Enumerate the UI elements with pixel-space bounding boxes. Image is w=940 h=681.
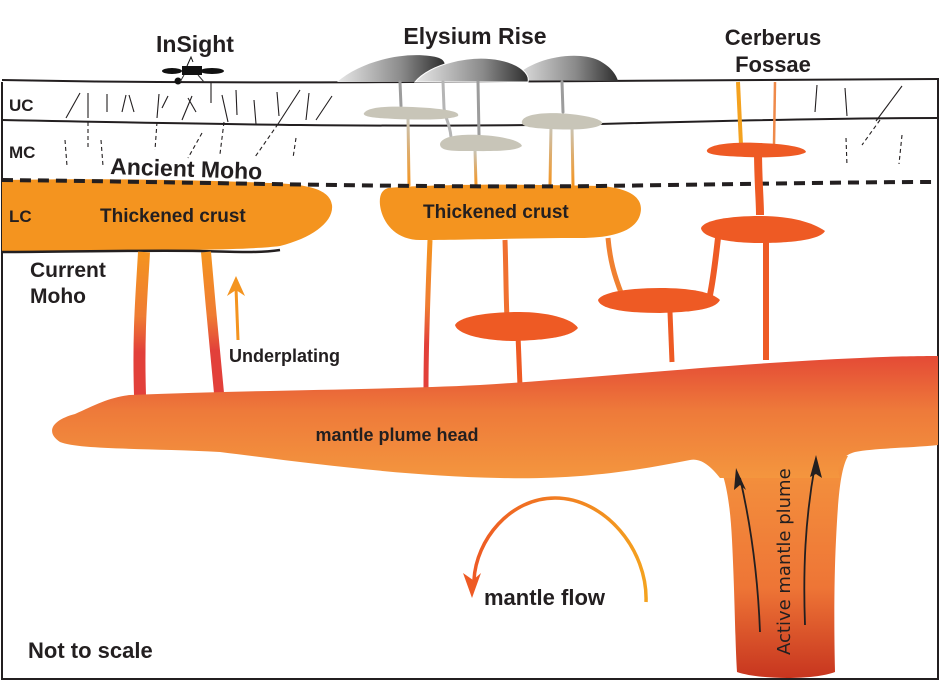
dike-right-2 xyxy=(707,237,721,296)
dike-center-5 xyxy=(667,311,675,363)
plume-arrow-head-2 xyxy=(810,455,822,478)
surface-line xyxy=(1,78,939,84)
thickened-crust-center xyxy=(379,184,641,240)
mantle-plume-head-label: mantle plume head xyxy=(315,425,478,445)
dike-right-1 xyxy=(754,149,764,216)
underplating-arrow xyxy=(227,276,245,341)
mantle-plume-head xyxy=(52,356,939,479)
elysium-rise-label: Elysium Rise xyxy=(403,23,546,49)
thickened-crust-left-label: Thickened crust xyxy=(100,206,246,227)
volcano-dome-2 xyxy=(413,57,529,83)
fault-lines-dashed xyxy=(64,119,903,167)
volcano-dome-1 xyxy=(337,55,445,82)
cerberus-label-line2: Fossae xyxy=(735,52,811,77)
mantle-flow-arrow xyxy=(463,496,648,603)
underplating-label: Underplating xyxy=(229,346,340,366)
dike-center-2 xyxy=(502,239,510,319)
insight-lander-icon xyxy=(162,55,224,85)
cerberus-label-line1: Cerberus xyxy=(725,25,822,50)
dike-left-2 xyxy=(201,251,224,394)
dike-center-1 xyxy=(423,239,433,389)
lower-crust-label: LC xyxy=(9,207,32,226)
insight-label: InSight xyxy=(156,31,234,57)
not-to-scale-note: Not to scale xyxy=(28,638,153,663)
thickened-crust-left xyxy=(2,179,333,252)
plume-arrow-head-1 xyxy=(734,468,746,490)
middle-crust-label: MC xyxy=(9,143,35,162)
current-moho-label-line1: Current xyxy=(30,259,106,282)
dike-center-3 xyxy=(515,334,523,387)
elysium-volcanoes xyxy=(337,55,618,83)
current-moho-label-line2: Moho xyxy=(30,285,86,308)
dike-center-4 xyxy=(605,237,625,296)
magma-sills xyxy=(455,142,825,341)
mantle-flow-label: mantle flow xyxy=(484,585,606,610)
upper-crust-label: UC xyxy=(9,96,34,115)
uc-mc-boundary xyxy=(1,117,939,127)
ancient-moho-label: Ancient Moho xyxy=(110,153,263,184)
active-mantle-plume-label: Active mantle plume xyxy=(774,468,795,655)
volcano-dome-3 xyxy=(512,55,618,81)
grey-conduits xyxy=(398,80,575,187)
ancient-moho-line xyxy=(1,178,939,189)
cerberus-conduits xyxy=(736,81,777,146)
fault-lines xyxy=(65,82,903,125)
grey-sills xyxy=(363,106,603,152)
thickened-crust-center-label: Thickened crust xyxy=(423,202,569,223)
plume-flow-arrows xyxy=(739,464,816,633)
current-moho-line xyxy=(1,248,281,254)
dike-left-1 xyxy=(133,251,150,396)
